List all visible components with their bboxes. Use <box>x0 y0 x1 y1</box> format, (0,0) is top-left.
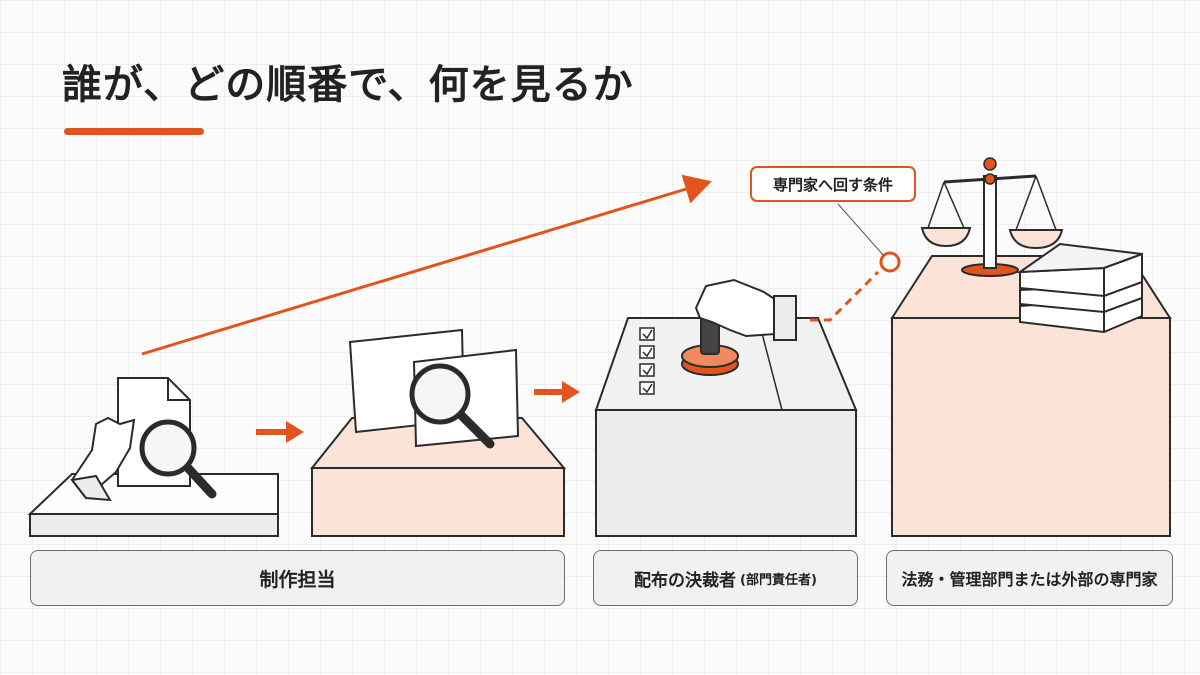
checklist-icon <box>639 327 655 395</box>
role-label-producer: 制作担当 <box>30 550 565 606</box>
books-stack-icon <box>1016 242 1143 334</box>
magnifier-icon <box>139 419 217 499</box>
role-label-text: 制作担当 <box>259 568 336 591</box>
escalation-connector <box>810 203 901 322</box>
documents-review-icon <box>348 328 520 449</box>
stamp-icon <box>681 278 797 376</box>
role-label-text: 法務・管理部門または外部の専門家 <box>901 570 1158 589</box>
progress-arrow <box>141 174 712 356</box>
role-label-approver: 配布の決裁者 (部門責任者) <box>593 550 858 606</box>
role-label-sub: (部門責任者) <box>740 572 817 588</box>
role-label-text: 配布の決裁者 <box>634 570 737 591</box>
title-underline <box>64 128 204 135</box>
step-arrow-1 <box>256 421 304 443</box>
step-arrow-2 <box>534 381 580 403</box>
role-label-expert: 法務・管理部門または外部の専門家 <box>886 550 1173 606</box>
page-title: 誰が、どの順番で、何を見るか <box>62 62 634 108</box>
scales-icon <box>920 157 1064 277</box>
expert-condition-callout: 専門家へ回す条件 <box>750 166 916 202</box>
